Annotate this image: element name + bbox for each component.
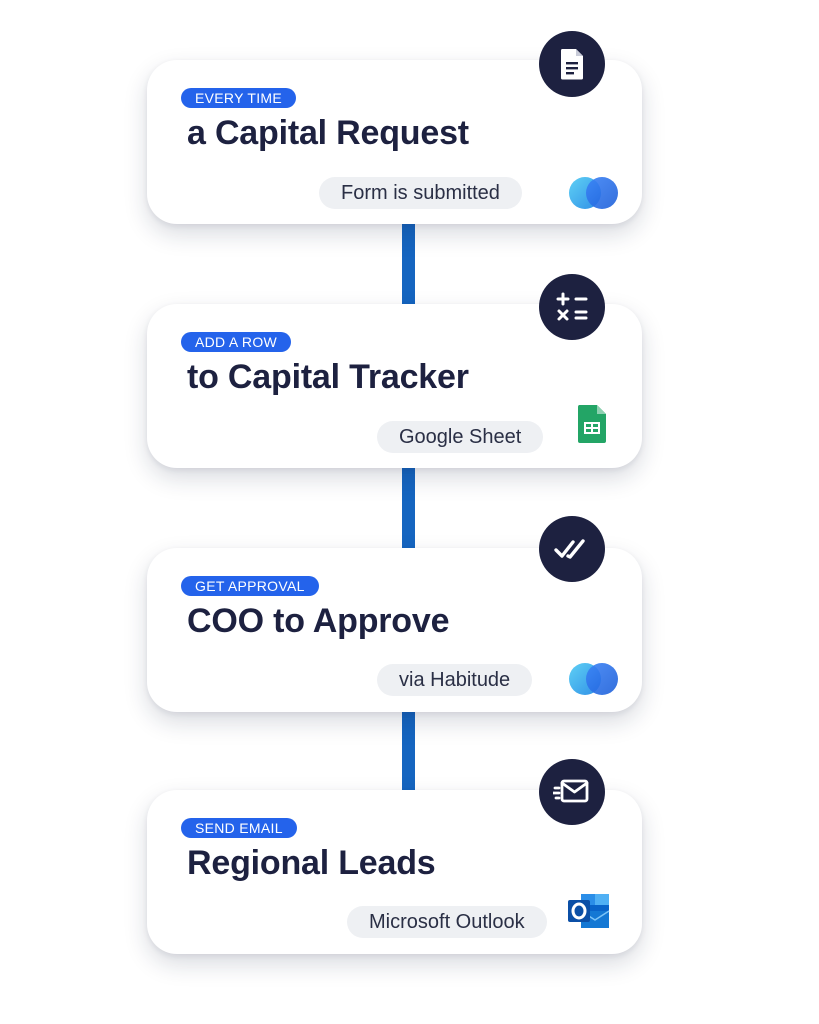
app-label-pill: via Habitude bbox=[377, 664, 533, 696]
outlook-icon bbox=[568, 894, 610, 928]
step-badge: GET APPROVAL bbox=[181, 576, 319, 596]
app-label-pill: Google Sheet bbox=[377, 421, 544, 453]
app-label-pill: Form is submitted bbox=[319, 177, 522, 209]
connector-line bbox=[402, 466, 415, 552]
step-title: a Capital Request bbox=[187, 114, 469, 152]
double-check-icon bbox=[539, 516, 605, 582]
step-badge: ADD A ROW bbox=[181, 332, 292, 352]
step-title: to Capital Tracker bbox=[187, 358, 469, 396]
app-label-pill: Microsoft Outlook bbox=[347, 906, 547, 938]
google-sheets-icon bbox=[577, 405, 606, 443]
connector-line bbox=[402, 710, 415, 796]
step-title: Regional Leads bbox=[187, 844, 436, 882]
workflow-step-card[interactable]: ADD A ROW to Capital Tracker Google Shee… bbox=[147, 304, 642, 468]
step-badge: EVERY TIME bbox=[181, 88, 297, 108]
connector-line bbox=[402, 222, 415, 308]
habitude-logo-icon bbox=[569, 177, 618, 209]
mail-send-icon bbox=[539, 759, 605, 825]
document-icon bbox=[539, 31, 605, 97]
habitude-logo-icon bbox=[569, 663, 618, 695]
step-title: COO to Approve bbox=[187, 602, 450, 640]
step-badge: SEND EMAIL bbox=[181, 818, 297, 838]
calculator-icon bbox=[539, 274, 605, 340]
